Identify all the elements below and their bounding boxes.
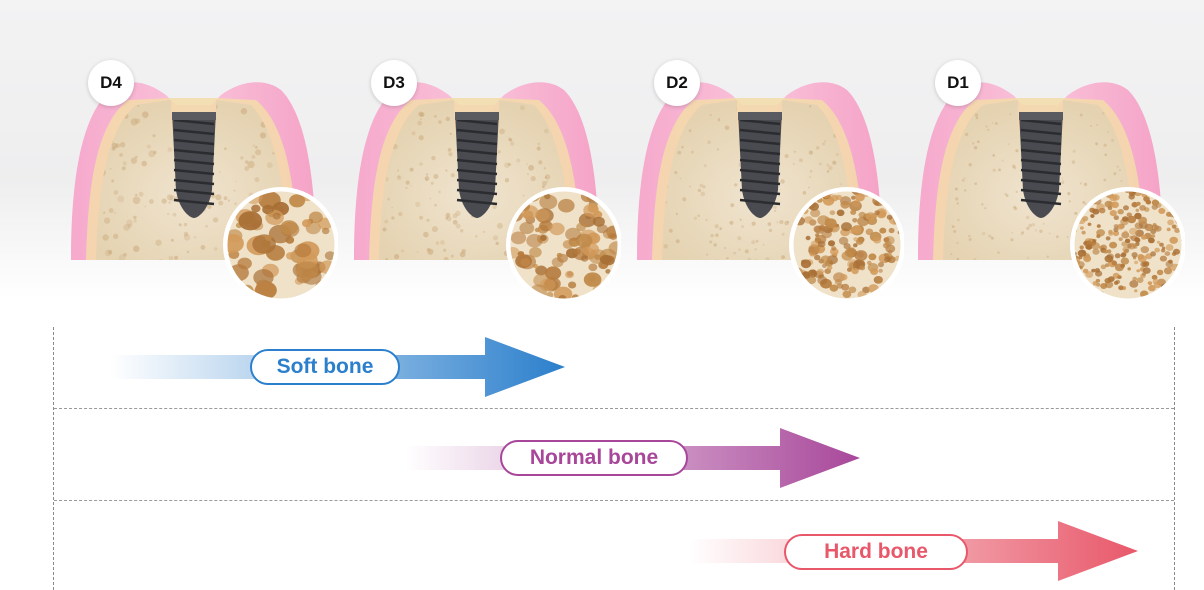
range-guide-left (53, 327, 54, 590)
bone-sample-d3: D3 (349, 60, 621, 310)
hard-bone-label: Hard bone (784, 534, 968, 570)
soft-bone-arrow: Soft bone (110, 337, 565, 397)
row-divider-2 (54, 500, 1174, 501)
bone-sample-d4: D4 (66, 60, 338, 310)
soft-bone-label: Soft bone (250, 349, 400, 385)
range-guide-right (1174, 327, 1175, 590)
hard-bone-arrow: Hard bone (688, 521, 1138, 581)
bone-sample-d2: D2 (632, 60, 904, 310)
normal-bone-arrow: Normal bone (405, 428, 860, 488)
bone-sample-d1: D1 (913, 60, 1185, 310)
density-badge-d2: D2 (654, 60, 700, 106)
density-badge-d3: D3 (371, 60, 417, 106)
density-badge-d1: D1 (935, 60, 981, 106)
row-divider-1 (54, 408, 1174, 409)
density-badge-d4: D4 (88, 60, 134, 106)
normal-bone-label: Normal bone (500, 440, 688, 476)
magnified-bone-texture (1070, 187, 1186, 303)
